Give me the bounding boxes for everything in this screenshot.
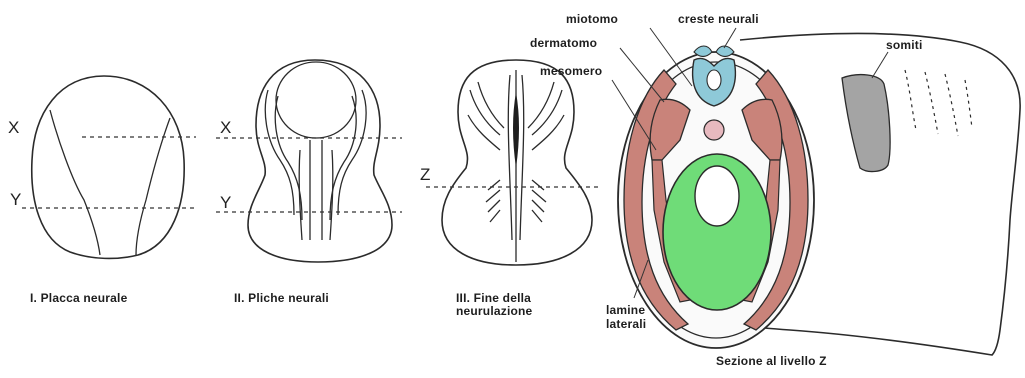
gut-cavity [695, 166, 739, 226]
stage-1-neural-plate [50, 110, 170, 255]
marker-z-stage-3: Z [420, 165, 431, 185]
somite-marks [905, 70, 972, 136]
caption-stage-2: II. Pliche neurali [234, 291, 329, 305]
stage-1-embryo-outline [32, 76, 184, 258]
somite-block [842, 75, 890, 172]
stage-2-embryo-outline [248, 60, 392, 262]
label-dermatomo: dermatomo [530, 36, 597, 50]
label-somiti: somiti [886, 38, 923, 52]
neural-canal [707, 70, 721, 90]
label-creste-neurali: creste neurali [678, 12, 759, 26]
marker-y-stage-1: Y [10, 190, 22, 210]
leader-somiti [872, 52, 888, 78]
neural-crest-left [694, 46, 712, 57]
notochord [704, 120, 724, 140]
label-lamine-laterali: lamine laterali [606, 303, 686, 331]
caption-stage-3: III. Fine della neurulazione [456, 292, 606, 318]
stage-2-neural-folds [265, 62, 366, 240]
leader-dermatomo [620, 48, 664, 102]
marker-y-stage-2: Y [220, 193, 232, 213]
neural-crest-right [716, 46, 734, 57]
leader-creste-neurali [724, 28, 736, 48]
caption-section-z: Sezione al livello Z [716, 354, 827, 368]
marker-x-stage-1: X [8, 118, 20, 138]
stage-3-neural-groove [513, 92, 519, 168]
marker-x-stage-2: X [220, 118, 232, 138]
stage-3-embryo-outline [442, 60, 592, 265]
label-mesomero: mesomero [540, 64, 602, 78]
caption-stage-1: I. Placca neurale [30, 291, 127, 305]
label-miotomo: miotomo [566, 12, 618, 26]
